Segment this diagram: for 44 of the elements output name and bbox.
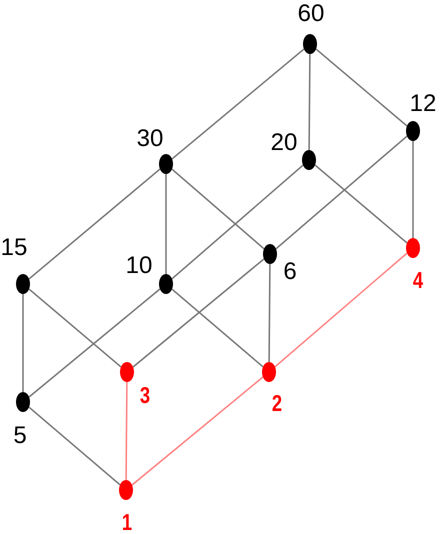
vertex-label: 15 [0,236,28,260]
vertex-dot [16,274,30,294]
connector-line [125,382,128,480]
connector-line [412,141,414,238]
connector-line [172,164,304,280]
connector-line [172,288,264,368]
vertex-label: 1 [122,510,132,534]
connector-line [268,264,271,362]
vertex-label: 30 [136,127,164,151]
connector-line [314,164,408,244]
vertex-dot [263,244,277,264]
connector-line [28,168,160,280]
vertex-dot [120,362,134,382]
vertex-label: 60 [298,2,324,26]
connector-line [22,294,24,392]
connector-line [274,252,408,368]
connector-line [132,258,264,368]
vertex-label: 2 [272,391,282,415]
connector-line [28,288,160,398]
vertex-label: 3 [140,383,150,407]
connector-line [28,288,122,368]
vertex-dot [262,362,276,382]
connector-line [308,54,311,150]
vertex-dot [159,154,173,174]
vertex-dot [406,238,420,258]
connector-line [132,376,264,486]
vertex-dot [16,392,30,412]
connector-line [165,174,167,274]
connector-line [28,406,120,486]
connector-line [172,48,304,160]
vertex-label: 12 [410,92,436,116]
vertex-label: 20 [270,131,298,155]
vertex-dot [159,274,173,294]
vertex-dot [406,121,420,141]
vertex-dot [303,34,317,54]
vertex-label: 4 [412,268,424,292]
connector-line [172,168,264,250]
vertex-label: 6 [283,260,297,284]
connector-line [276,136,408,250]
vertex-label: 5 [13,424,27,448]
vertex-label: 10 [126,254,152,278]
connector-line [316,48,408,126]
vertex-dot [119,480,133,500]
vertex-dot [302,150,316,170]
